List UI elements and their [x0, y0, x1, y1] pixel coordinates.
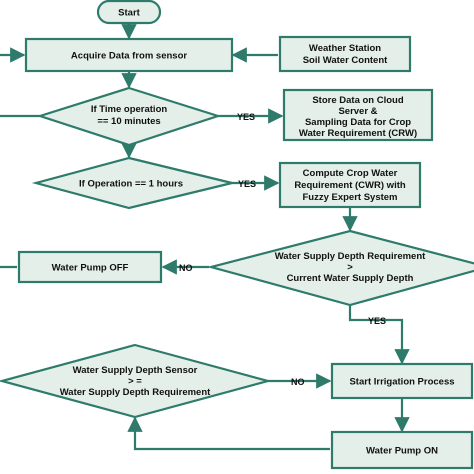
edges: [0, 23, 410, 451]
store-label-2: Server &: [338, 106, 377, 117]
store-label-4: Water Requirement (CRW): [299, 128, 417, 139]
sensor-check-node: Water Supply Depth Sensor > = Water Supp…: [0, 343, 273, 419]
compute-node: Compute Crop Water Requirement (CWR) wit…: [278, 161, 422, 209]
time-check-label-1: If Time operation: [91, 104, 168, 115]
depth-check-node: Water Supply Depth Requirement > Current…: [206, 229, 474, 307]
sensor-check-label-1: Water Supply Depth Sensor: [73, 365, 198, 376]
time-check-node: If Time operation == 10 minutes: [36, 86, 222, 147]
edge-label-no-1: NO: [179, 263, 193, 273]
op-check-node: If Operation == 1 hours: [31, 156, 233, 210]
weather-node: Weather Station Soil Water Content: [278, 35, 412, 73]
time-check-label-2: == 10 minutes: [97, 116, 160, 127]
edge-label-yes-2: YES: [238, 179, 256, 189]
edge-labels: YES YES NO YES NO: [179, 112, 386, 387]
depth-check-label-2: >: [347, 262, 353, 273]
store-node: Store Data on Cloud Server & Sampling Da…: [282, 88, 434, 142]
store-label-3: Sampling Data for Crop: [305, 117, 411, 128]
weather-label-1: Weather Station: [309, 43, 381, 54]
acquire-label: Acquire Data from sensor: [71, 51, 187, 62]
pump-on-label: Water Pump ON: [366, 446, 438, 457]
start-node: Start: [96, 0, 162, 25]
pump-on-node: Water Pump ON: [330, 430, 474, 470]
sensor-check-label-3: Water Supply Depth Requirement: [60, 387, 211, 398]
compute-label-2: Requirement (CWR) with: [294, 180, 406, 191]
sensor-check-label-2: > =: [128, 376, 142, 387]
compute-label-1: Compute Crop Water: [303, 168, 398, 179]
edge-pumpon-sensorcheck: [127, 416, 330, 451]
edge-label-no-2: NO: [291, 377, 305, 387]
store-label-1: Store Data on Cloud: [312, 95, 404, 106]
irrigate-label: Start Irrigation Process: [349, 377, 454, 388]
start-label: Start: [118, 8, 140, 19]
edge-label-yes-1: YES: [237, 112, 255, 122]
depth-check-label-1: Water Supply Depth Requirement: [275, 251, 426, 262]
weather-label-2: Soil Water Content: [303, 55, 388, 66]
edge-label-yes-3: YES: [368, 316, 386, 326]
irrigate-node: Start Irrigation Process: [330, 362, 474, 400]
op-check-label: If Operation == 1 hours: [79, 179, 183, 190]
compute-label-3: Fuzzy Expert System: [302, 192, 397, 203]
edge-depthcheck-irrigate: [348, 305, 410, 365]
pump-off-node: Water Pump OFF: [17, 250, 163, 284]
acquire-node: Acquire Data from sensor: [24, 37, 234, 73]
depth-check-label-3: Current Water Supply Depth: [287, 273, 414, 284]
pump-off-label: Water Pump OFF: [52, 263, 129, 274]
